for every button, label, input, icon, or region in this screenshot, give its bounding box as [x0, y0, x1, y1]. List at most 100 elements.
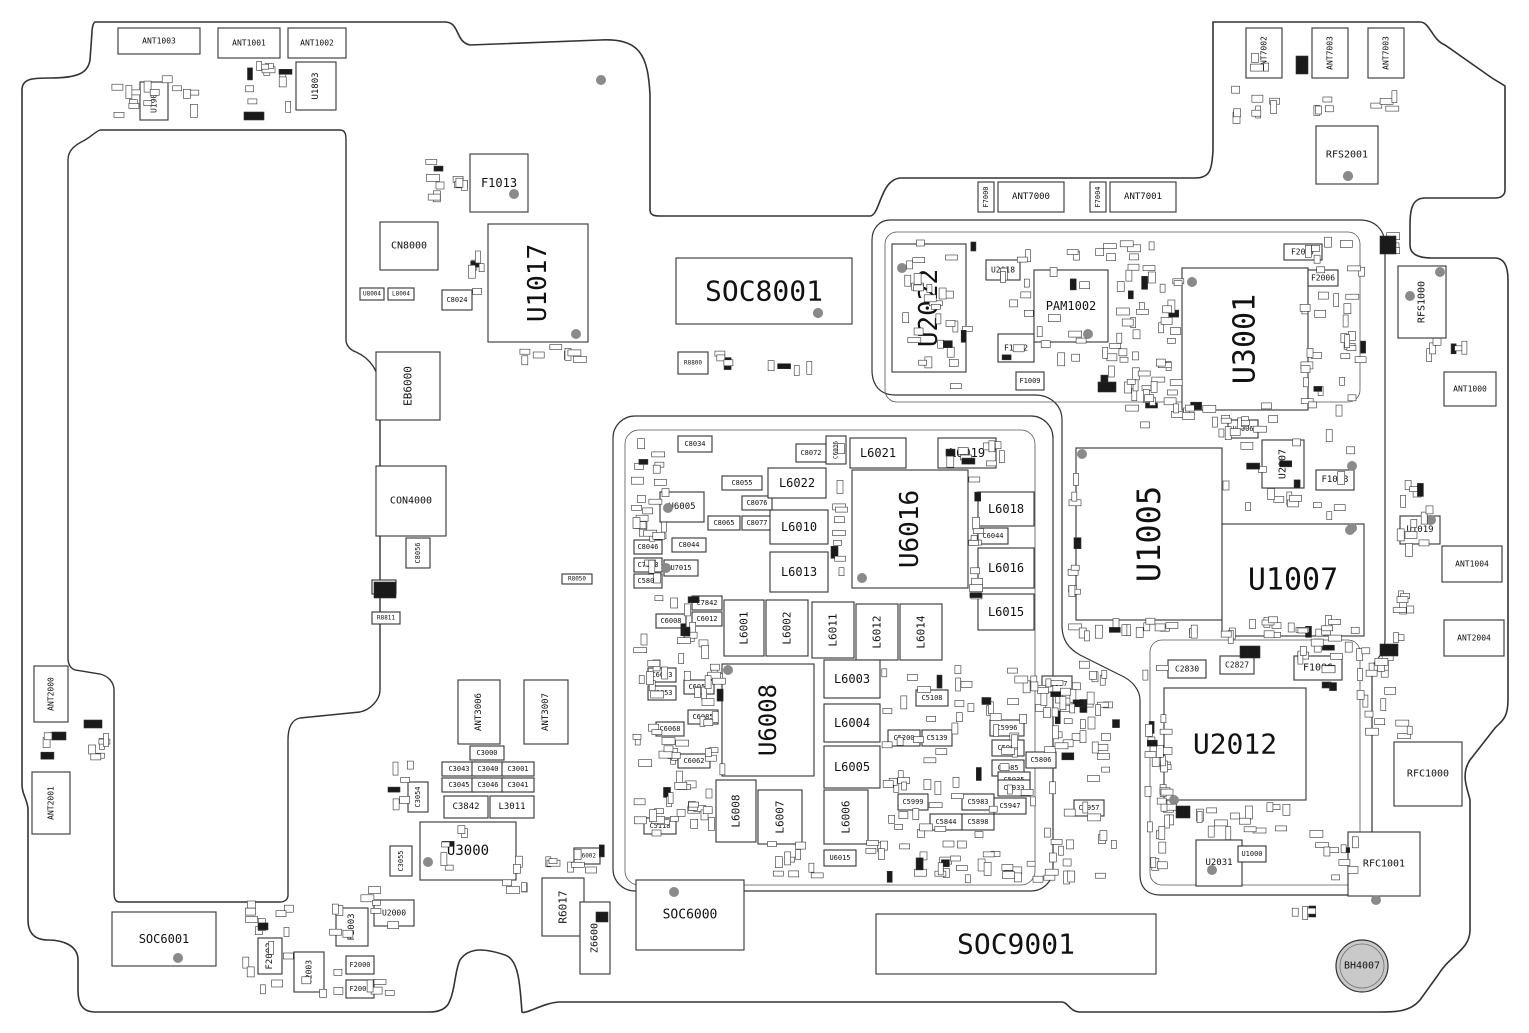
passive-component [907, 674, 918, 681]
component-body [823, 659, 881, 699]
component-body [469, 745, 505, 761]
passive-component [1080, 719, 1086, 729]
component-c2830: C2830 [1167, 659, 1207, 679]
component-label: L3011 [498, 802, 525, 812]
component-label: C3045 [448, 781, 469, 789]
passive-component [1116, 332, 1123, 344]
component-r8050: R8050 [561, 573, 593, 585]
component-body [633, 539, 663, 555]
component-body [767, 467, 827, 499]
passive-component [1102, 346, 1108, 359]
component-label: ANT7002 [1260, 36, 1269, 70]
passive-component [638, 759, 652, 767]
passive-component [468, 264, 476, 279]
component-c3055: C3055 [389, 845, 413, 877]
passive-component [1049, 781, 1056, 795]
passive-component [661, 488, 670, 497]
component-f7000: F7000 [977, 181, 995, 213]
passive-component [370, 908, 382, 914]
component-r6017: R6017 [541, 877, 585, 937]
passive-component [1147, 739, 1158, 747]
component-f1003: F1003 [1315, 469, 1355, 491]
passive-component [652, 531, 666, 540]
component-label: U6008 [754, 684, 782, 756]
passive-component [283, 904, 294, 913]
passive-component [674, 781, 688, 790]
passive-component [1273, 496, 1285, 503]
component-body [443, 795, 489, 819]
passive-component [926, 715, 937, 722]
passive-component [440, 852, 448, 867]
passive-component [962, 326, 973, 332]
passive-component [1321, 665, 1336, 674]
passive-components-layer [40, 53, 1468, 998]
passive-component [1185, 404, 1195, 412]
passive-component [1270, 100, 1277, 114]
component-label: EB6000 [402, 366, 415, 406]
passive-component [1030, 796, 1036, 807]
passive-component [1311, 245, 1320, 252]
passive-component [1121, 624, 1128, 636]
passive-component [972, 516, 981, 530]
passive-component [907, 337, 922, 344]
component-label: SOC8001 [705, 275, 823, 308]
passive-component [1380, 698, 1387, 711]
test-point [1169, 795, 1179, 805]
passive-component [1136, 308, 1149, 315]
passive-component [1267, 488, 1275, 500]
passive-component [1344, 641, 1353, 653]
component-label: C3055 [397, 850, 405, 871]
passive-component [1037, 687, 1049, 694]
component-body [457, 679, 501, 745]
component-rfc1001: RFC1001 [1347, 831, 1421, 897]
passive-component [1379, 98, 1394, 105]
passive-component [1331, 874, 1340, 881]
test-point [173, 953, 183, 963]
component-label: L6001 [738, 611, 751, 644]
passive-component [970, 241, 977, 252]
passive-component [951, 722, 959, 735]
component-label: C3054 [414, 786, 422, 807]
passive-component [1116, 307, 1130, 316]
passive-component [278, 76, 287, 88]
passive-component [1119, 240, 1134, 248]
passive-component [881, 741, 893, 749]
passive-component [969, 592, 983, 598]
passive-component [784, 851, 791, 866]
passive-component [1163, 397, 1177, 406]
passive-component [1151, 376, 1166, 383]
component-body [1347, 831, 1421, 897]
component-body [389, 845, 413, 877]
passive-component [956, 840, 967, 849]
passive-component [1066, 249, 1079, 255]
component-ant7001: ANT7001 [1109, 181, 1177, 213]
passive-component [1058, 845, 1064, 856]
passive-component [392, 761, 399, 776]
test-point [509, 189, 519, 199]
passive-component [967, 703, 975, 712]
passive-component [1395, 719, 1410, 727]
component-u1803: U1803 [295, 61, 337, 111]
passive-component [275, 910, 287, 918]
passive-component [1068, 623, 1082, 631]
passive-component [988, 805, 998, 813]
component-label: C6068 [659, 725, 680, 733]
passive-component [834, 555, 846, 562]
component-body [677, 435, 713, 453]
passive-component [972, 528, 984, 534]
passive-component [245, 907, 256, 916]
component-l6007: L6007 [757, 789, 803, 845]
component-body [707, 515, 741, 531]
passive-component [1099, 830, 1108, 841]
passive-component [899, 843, 911, 850]
test-point [571, 329, 581, 339]
passive-component [633, 816, 647, 825]
component-u3000: U3000 [419, 821, 517, 881]
component-label: C3842 [452, 802, 479, 812]
passive-component [1066, 839, 1074, 850]
passive-component [716, 688, 724, 702]
passive-component [705, 748, 712, 758]
passive-component [1251, 94, 1264, 103]
passive-component [957, 447, 969, 455]
component-label: C8046 [637, 543, 658, 551]
